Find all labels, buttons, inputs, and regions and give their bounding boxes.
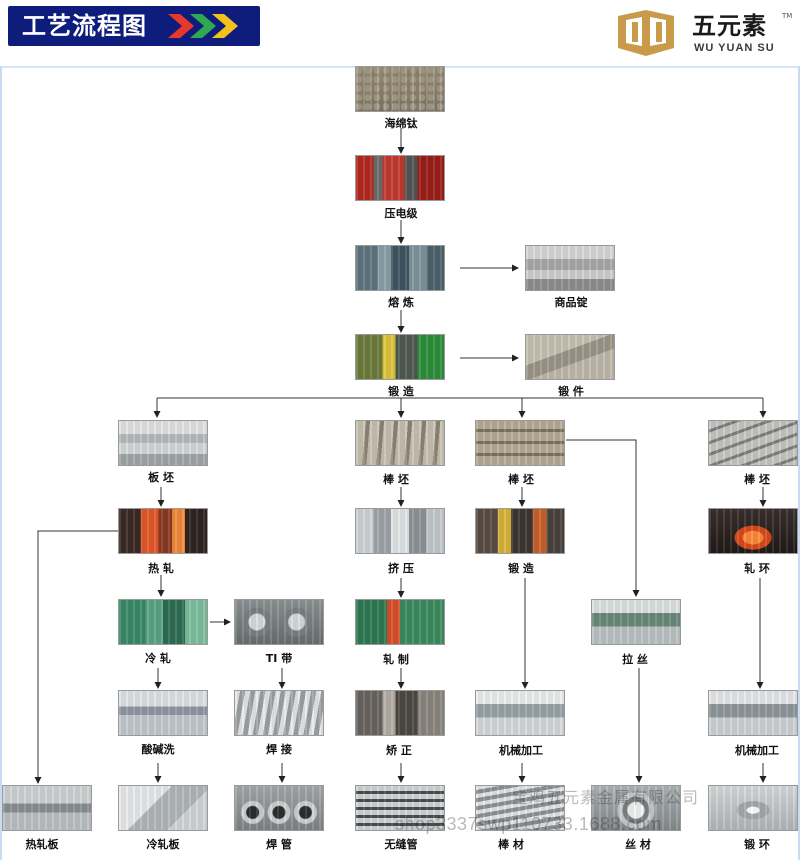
node-label-wire: 丝 材 <box>625 838 651 851</box>
node-label-electrode: 压电级 <box>384 207 418 220</box>
welding-photo <box>234 690 324 736</box>
ingot-photo <box>525 245 615 291</box>
node-label-sponge-ti: 海绵钛 <box>384 117 418 130</box>
node-label-extrusion: 挤 压 <box>388 562 414 575</box>
node-label-forging: 锻 造 <box>388 385 414 398</box>
node-label-drawing: 拉 丝 <box>622 653 648 666</box>
company-logo: 五元素 WU YUAN SU TM <box>612 8 792 58</box>
pickling-photo <box>118 690 208 736</box>
node-label-rolling: 轧 制 <box>383 653 409 666</box>
electrode-press-photo <box>355 155 445 201</box>
chevron-red-icon <box>168 14 194 38</box>
watermark-company: 宝鸡五元素金属有限公司 <box>512 788 700 807</box>
node-label-billet-c: 棒 坯 <box>744 473 770 486</box>
forged-ring-photo <box>708 785 798 831</box>
node-label-forged-ring: 锻 环 <box>744 838 770 851</box>
title-banner: 工艺流程图 <box>8 6 260 46</box>
drawing-photo <box>591 599 681 645</box>
node-label-cold-rolling: 冷 轧 <box>145 652 171 665</box>
node-label-ring-rolling: 轧 环 <box>744 562 770 575</box>
node-label-cold-plate: 冷轧板 <box>146 838 180 851</box>
node-label-straightening: 矫 正 <box>386 744 412 757</box>
hot-plate-photo <box>2 785 92 831</box>
forgings-photo <box>525 334 615 380</box>
header: 工艺流程图 五元素 WU YUAN SU TM <box>0 0 800 66</box>
cold-plate-photo <box>118 785 208 831</box>
page-title: 工艺流程图 <box>22 12 147 40</box>
rolling-photo <box>355 599 445 645</box>
logo-trademark: TM <box>782 12 793 20</box>
node-label-pickling: 酸碱洗 <box>141 743 175 756</box>
node-label-forgings: 锻 件 <box>558 385 584 398</box>
billet-b-photo <box>475 420 565 466</box>
welded-pipe-photo <box>234 785 324 831</box>
node-label-hot-rolling: 热 轧 <box>148 562 174 575</box>
billet-c-photo <box>708 420 798 466</box>
node-label-billet-a: 棒 坯 <box>383 473 409 486</box>
node-label-ti-strip: TI 带 <box>265 652 293 665</box>
node-label-machining-c: 机械加工 <box>735 744 779 757</box>
machining-b-photo <box>475 690 565 736</box>
chevron-yellow-icon <box>212 14 238 38</box>
node-label-welding: 焊 接 <box>266 743 292 756</box>
ring-rolling-photo <box>708 508 798 554</box>
node-label-billet-b: 棒 坯 <box>508 473 534 486</box>
node-label-hot-plate: 热轧板 <box>25 838 59 851</box>
smelting-furnace-photo <box>355 245 445 291</box>
cold-rolling-photo <box>118 599 208 645</box>
node-label-forging-b: 锻 造 <box>508 562 534 575</box>
machining-c-photo <box>708 690 798 736</box>
node-label-slab: 板 坯 <box>148 471 174 484</box>
ti-strip-photo <box>234 599 324 645</box>
node-label-bar: 棒 材 <box>498 838 524 851</box>
node-label-smelting: 熔 炼 <box>388 296 414 309</box>
logo-name-en: WU YUAN SU <box>694 42 775 54</box>
wire-photo <box>591 785 681 831</box>
node-label-welded-pipe: 焊 管 <box>266 838 292 851</box>
straightening-photo <box>355 690 445 736</box>
arrow-hot-hotplate <box>34 530 118 784</box>
slab-photo <box>118 420 208 466</box>
sponge-titanium-photo <box>355 66 445 112</box>
node-label-seamless-pipe: 无缝管 <box>384 838 418 851</box>
billet-a-photo <box>355 420 445 466</box>
node-label-machining-b: 机械加工 <box>499 744 543 757</box>
watermark-url: shop3337swp110733.1688.com <box>395 814 662 834</box>
node-label-ingot: 商品锭 <box>554 296 588 309</box>
bar-photo <box>475 785 565 831</box>
chevron-green-icon <box>190 14 216 38</box>
extrusion-photo <box>355 508 445 554</box>
forging-b-photo <box>475 508 565 554</box>
forging-press-photo <box>355 334 445 380</box>
seamless-pipe-photo <box>355 785 445 831</box>
logo-name-cn: 五元素 <box>692 12 767 40</box>
logo-mark-icon <box>618 10 674 56</box>
hot-rolling-photo <box>118 508 208 554</box>
arrow-billet-b-draw <box>566 439 640 597</box>
